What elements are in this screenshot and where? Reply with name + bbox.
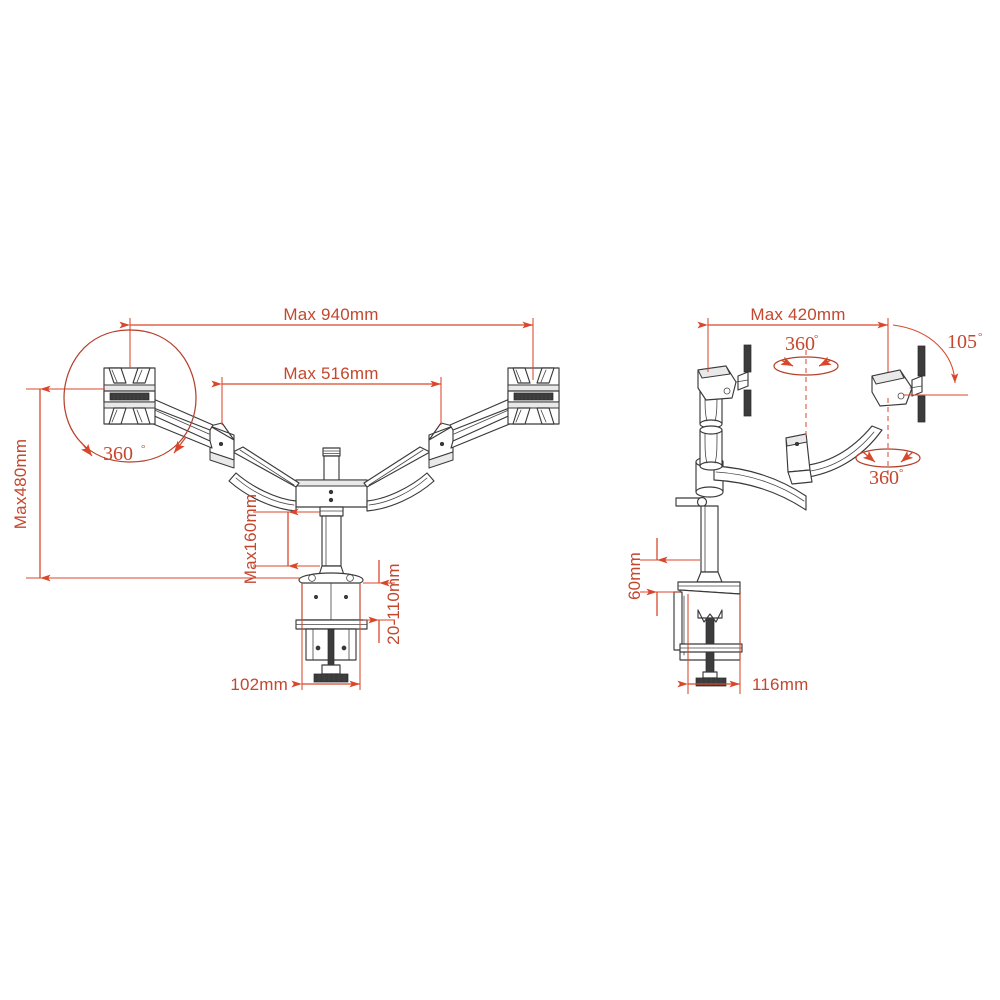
front-right-vesa-bracket [507,367,560,425]
dim-label-clamp-offset: 60mm [625,552,644,600]
degree-symbol-upper: ° [814,333,818,345]
dim-label-max-height: Max480mm [11,439,30,529]
dim-label-clamp-width: 102mm [230,675,288,694]
dim-clamp-width-102: 102mm [230,583,361,694]
degree-symbol-tilt: ° [978,331,982,343]
degree-symbol-lower: ° [899,467,903,479]
front-right-arm [363,397,518,512]
dim-label-clamp-range: 20-110mm [384,563,403,645]
dim-clamp-depth-116: 116mm [677,594,808,694]
dim-label-max-span: Max 940mm [283,305,378,324]
dim-riser-height-160: Max160mm [241,494,320,584]
side-upper-rotation-360: 360 ° [773,333,839,440]
dim-label-riser-height: Max160mm [241,494,260,584]
angle-label-105: 105 [947,331,977,353]
rotation-label-360-lower: 360 [869,467,899,489]
side-center-column [673,456,743,687]
dim-label-clamp-depth: 116mm [752,675,808,694]
side-upper-arm [785,425,883,485]
front-center-column [295,447,368,683]
dim-label-max-reach: Max 420mm [750,305,845,324]
side-left-head [697,344,752,471]
degree-symbol-front: ° [141,443,145,455]
side-view: Max 420mm 360 ° 360 ° [625,305,982,694]
front-rotation-360-indicator: 360 ° [63,329,197,465]
front-view: Max 940mm Max 516mm Max480mm [11,305,560,694]
side-right-head [871,345,926,423]
front-left-arm [145,397,300,512]
dim-inner-span-516: Max 516mm [211,364,442,425]
dim-clamp-range-20-110: 20-110mm [363,560,403,645]
dim-clamp-offset-60: 60mm [625,538,700,616]
rotation-label-360-upper: 360 [785,333,815,355]
dim-max-reach-420: Max 420mm [697,305,889,372]
side-lower-arm [713,465,807,511]
dim-max-height-480: Max480mm [11,385,300,582]
rotation-label-360-front: 360 [103,443,133,465]
side-lower-rotation-360: 360 ° [855,398,921,489]
dim-max-span-940: Max 940mm [119,305,534,380]
side-tilt-angle-105: 105 ° [892,324,982,396]
dim-label-inner-span: Max 516mm [283,364,378,383]
front-left-vesa-bracket [103,367,156,425]
